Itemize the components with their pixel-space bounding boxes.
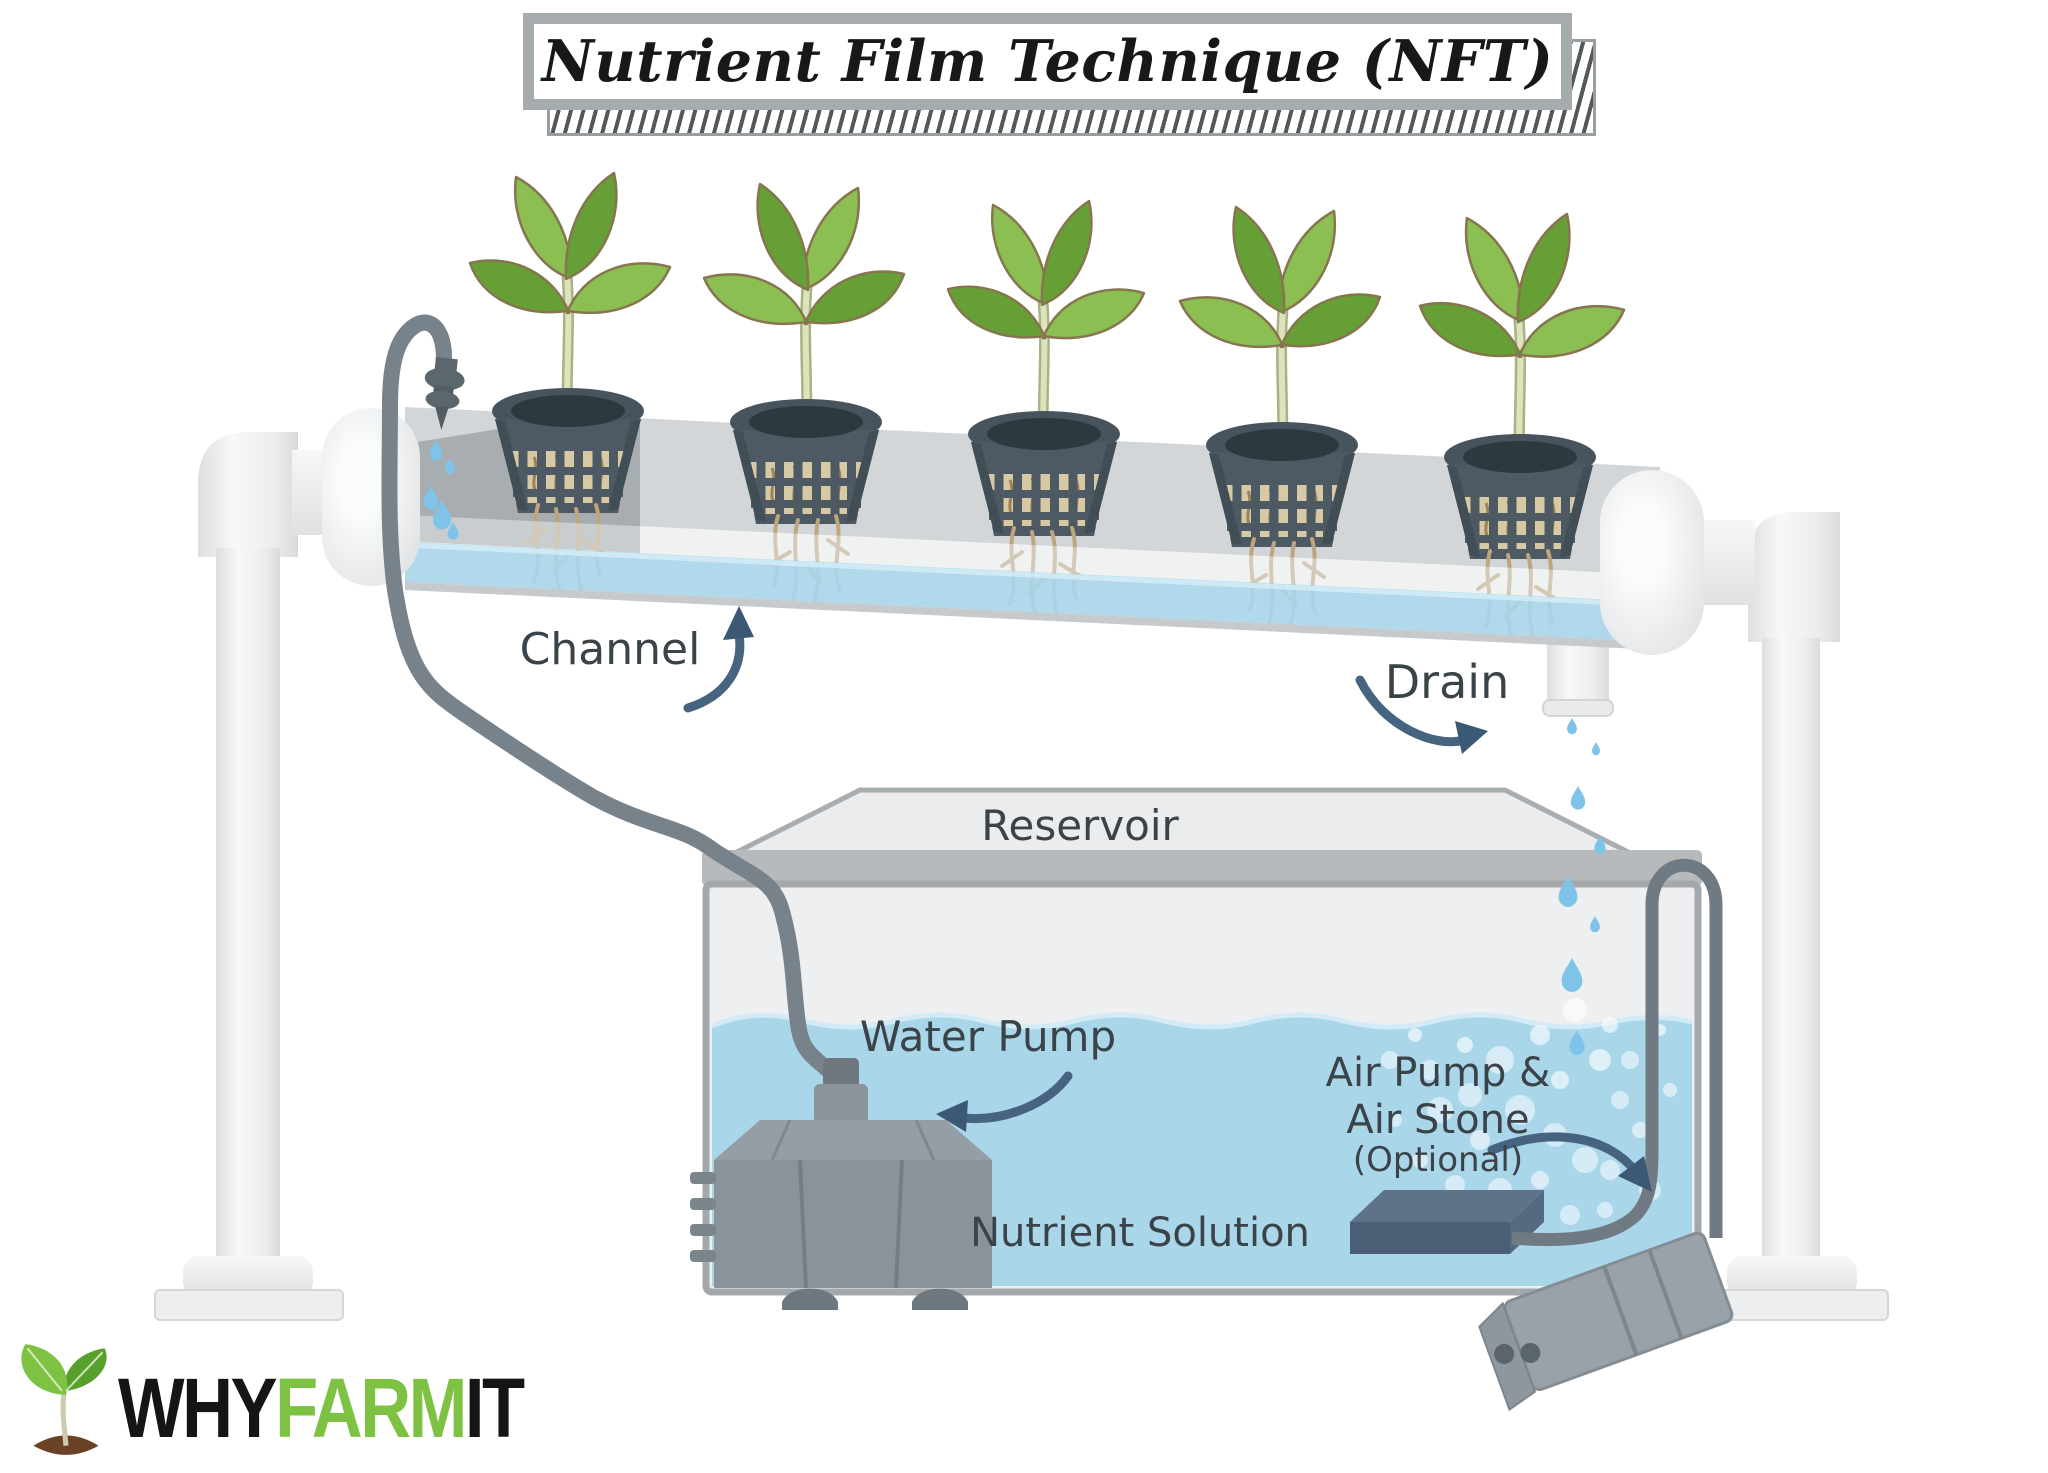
logo-part-it: IT: [464, 1361, 525, 1455]
nutrient-film-water: [405, 542, 1660, 642]
air-pump-label-line1: Air Pump &: [1326, 1050, 1551, 1096]
inlet-hose: [381, 314, 836, 1078]
channel-arrow: [683, 606, 754, 713]
water-pump: [690, 1058, 992, 1310]
right-stand-leg: [1695, 512, 1889, 1321]
net-pot: [490, 386, 646, 515]
channel-end-cap-left: [322, 408, 420, 586]
air-pump-label-line3: (Optional): [1353, 1140, 1523, 1180]
air-pump: [1478, 1231, 1734, 1412]
net-pot: [966, 409, 1122, 538]
net-pot: [1204, 420, 1360, 549]
logo-part-farm: FARM: [275, 1361, 467, 1455]
air-tube: [1511, 858, 1723, 1247]
logo-text: WHYFARMIT: [118, 1366, 525, 1466]
air-pump-arrow: [1487, 1132, 1652, 1192]
drain-label: Drain: [1385, 655, 1509, 709]
air-pump-label-line2: Air Stone: [1346, 1097, 1529, 1143]
channel-label: Channel: [520, 624, 701, 675]
left-stand-leg: [154, 432, 344, 1321]
water-pump-label: Water Pump: [860, 1012, 1116, 1061]
page-title: Nutrient Film Technique (NFT): [523, 13, 1572, 110]
net-pot: [1442, 432, 1598, 561]
drain-arrow: [1355, 675, 1488, 754]
title-banner: Nutrient Film Technique (NFT): [523, 13, 1596, 136]
channel-end-cap-right: [1600, 470, 1704, 655]
reservoir-lid: [723, 787, 1642, 861]
page-title-text: Nutrient Film Technique (NFT): [541, 28, 1554, 95]
reservoir-label: Reservoir: [981, 801, 1179, 850]
net-pot: [728, 397, 884, 526]
reservoir-lid-rim: [702, 850, 1702, 886]
water-pump-arrow: [936, 1071, 1073, 1132]
seedling-icon: [21, 1344, 107, 1455]
drip-emitter: [424, 357, 465, 431]
whyfarmit-logo: WHYFARMIT: [14, 1336, 600, 1466]
pump-vents: [690, 1172, 716, 1262]
logo-part-why: WHY: [118, 1361, 278, 1455]
channel-front: [404, 515, 1661, 650]
nutrient-solution-label: Nutrient Solution: [970, 1210, 1310, 1256]
